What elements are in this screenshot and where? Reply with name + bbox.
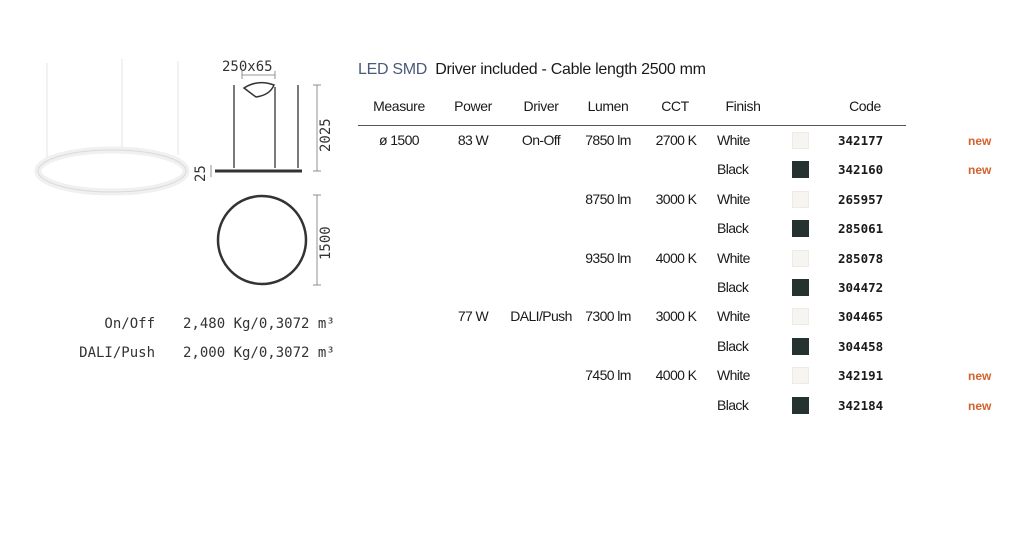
cell-code: 342184: [838, 397, 884, 413]
finish-swatch: [792, 308, 809, 326]
column-header-code: Code: [849, 98, 881, 114]
new-badge: new: [968, 398, 992, 413]
cell-power: 83 W: [457, 132, 489, 148]
column-header-driver: Driver: [523, 98, 559, 114]
cell-cct: 3000 K: [655, 308, 697, 325]
column-header-power: Power: [454, 98, 492, 114]
cell-lumen: 7850 lm: [585, 132, 631, 148]
cell-code: 304465: [838, 309, 884, 325]
weight-label: On/Off: [104, 316, 155, 332]
technology-label: LED SMD: [358, 61, 428, 78]
cell-code: 342177: [838, 133, 884, 148]
finish-swatch: [792, 279, 809, 296]
cell-code: 304472: [838, 280, 884, 295]
cell-finish: Black: [717, 161, 749, 178]
cell-code: 304458: [838, 338, 884, 354]
cell-driver: DALI/Push: [510, 308, 572, 325]
cell-lumen: 8750 lm: [585, 190, 631, 207]
table-header-line: LED SMD Driver included - Cable length 2…: [358, 61, 706, 79]
cell-lumen: 9350 lm: [585, 249, 631, 266]
cell-code: 342191: [838, 368, 884, 384]
cell-finish: White: [717, 367, 750, 384]
cell-finish: Black: [717, 279, 749, 295]
finish-swatch: [792, 249, 809, 267]
dimension-drawing: [210, 71, 321, 286]
dimension-diameter: 1500: [318, 226, 334, 260]
new-badge: new: [968, 369, 992, 384]
cell-finish: Black: [717, 337, 749, 354]
technical-drawing: 250x65 2025 25 1500: [190, 55, 350, 295]
column-header-lumen: Lumen: [587, 98, 629, 114]
dimension-canopy: 25: [193, 165, 209, 182]
cell-code: 265957: [838, 191, 884, 207]
finish-swatch: [792, 220, 809, 238]
cell-code: 285061: [838, 221, 884, 237]
product-image: [34, 59, 190, 196]
cell-code: 285078: [838, 250, 884, 266]
weight-row-dali: DALI/Push 2,000 Kg/0,3072 m³: [40, 345, 360, 365]
finish-swatch: [792, 190, 809, 208]
cell-cct: 4000 K: [655, 367, 697, 384]
cell-finish: White: [717, 190, 750, 207]
cell-code: 342160: [838, 162, 884, 178]
weight-label: DALI/Push: [79, 345, 155, 361]
weight-value: 2,000 Kg/0,3072 m³: [183, 345, 335, 361]
weight-value: 2,480 Kg/0,3072 m³: [183, 316, 335, 332]
cell-cct: 3000 K: [655, 190, 697, 207]
finish-swatch: [792, 337, 809, 355]
cell-lumen: 7450 lm: [585, 367, 631, 384]
weight-row-onoff: On/Off 2,480 Kg/0,3072 m³: [40, 316, 360, 336]
new-badge: new: [968, 163, 992, 178]
new-badge: new: [968, 134, 992, 148]
cell-power: 77 W: [457, 308, 489, 325]
column-header-measure: Measure: [373, 98, 425, 114]
finish-swatch: [792, 367, 809, 385]
dimension-height: 2025: [318, 118, 334, 152]
cell-finish: Black: [717, 220, 749, 237]
finish-swatch: [792, 396, 809, 414]
header-divider: [358, 125, 906, 126]
finish-swatch: [792, 132, 809, 149]
cell-lumen: 7300 lm: [585, 308, 631, 325]
cell-measure: ø 1500: [379, 132, 420, 148]
cell-finish: Black: [717, 396, 749, 413]
finish-swatch: [792, 161, 809, 179]
description-label: Driver included - Cable length 2500 mm: [435, 61, 706, 78]
cell-driver: On-Off: [521, 132, 561, 148]
cell-cct: 4000 K: [655, 249, 697, 266]
cell-finish: White: [717, 308, 750, 325]
column-header-finish: Finish: [725, 98, 761, 114]
cell-cct: 2700 K: [655, 132, 697, 148]
column-header-cct: CCT: [661, 98, 689, 114]
cell-finish: White: [717, 132, 750, 148]
dimension-top-width: 250x65: [222, 59, 273, 75]
cell-finish: White: [717, 249, 750, 266]
